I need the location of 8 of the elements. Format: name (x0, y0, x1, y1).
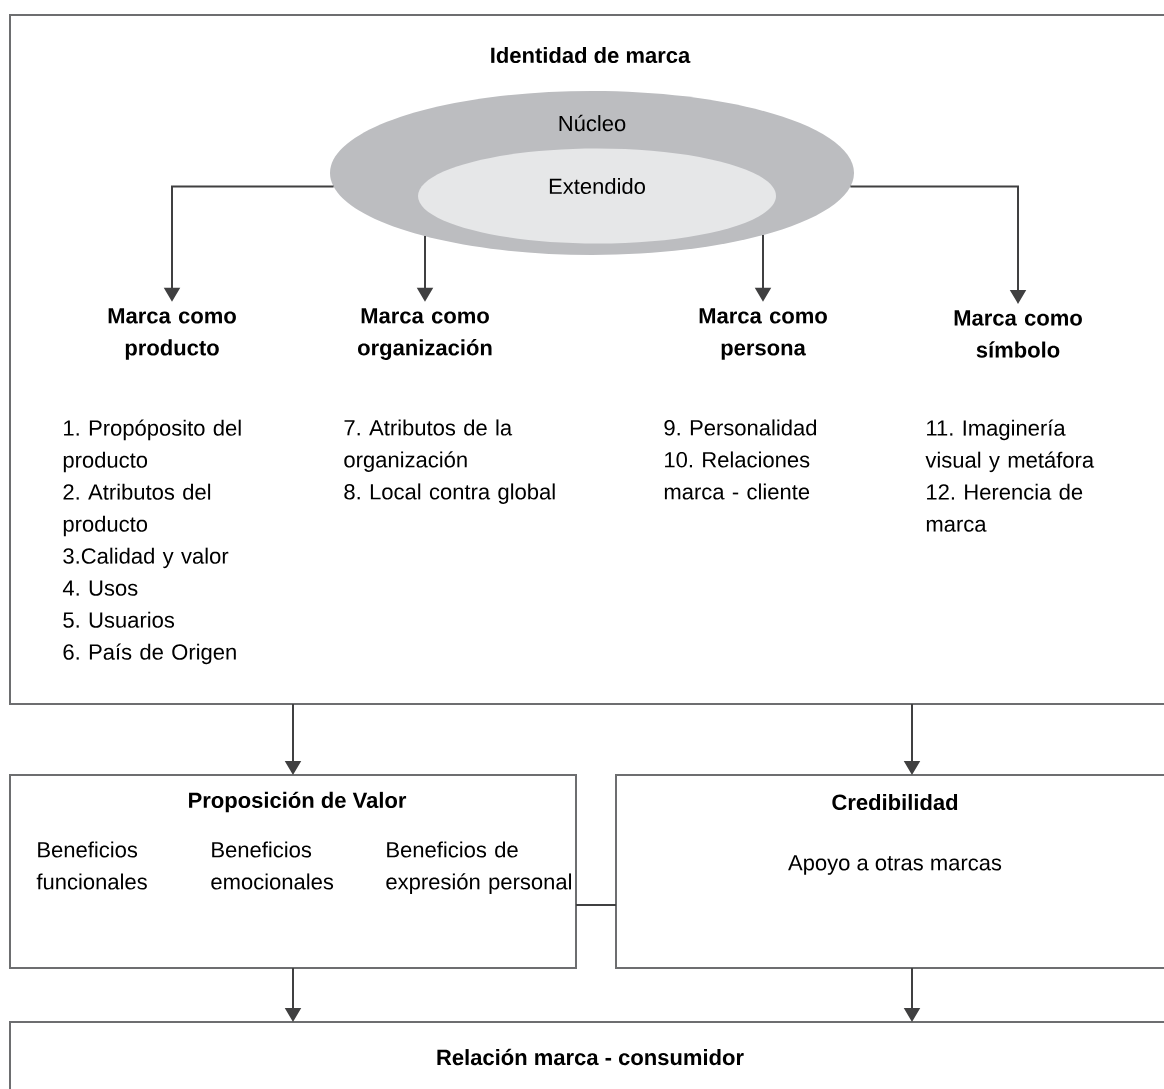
list-column: Marca como símbolo 11. Imaginería visual y metáfora 12. Herencia de marca (925, 310, 1095, 532)
list-column: Marca como persona 9. Personalidad 10. Relaciones marca - cliente (664, 308, 827, 500)
box: Relación marca - consumidor (9, 1021, 1164, 1089)
list-column: Marca como producto 1. Propóposito del producto 2. Atributos del producto 3.Calidad y valor 4. Usos 5. Usuarios 6. País de Origen (62, 308, 241, 665)
list-column: Marca como organización 7. Atributos de la organización 8. Local contra global (344, 308, 555, 504)
box: Proposición de Valor Beneficios funcionales Beneficios emocionales Beneficios de expresión personal (9, 774, 577, 969)
connector-line (575, 904, 617, 906)
box: Credibilidad Apoyo a otras marcas (615, 774, 1164, 969)
